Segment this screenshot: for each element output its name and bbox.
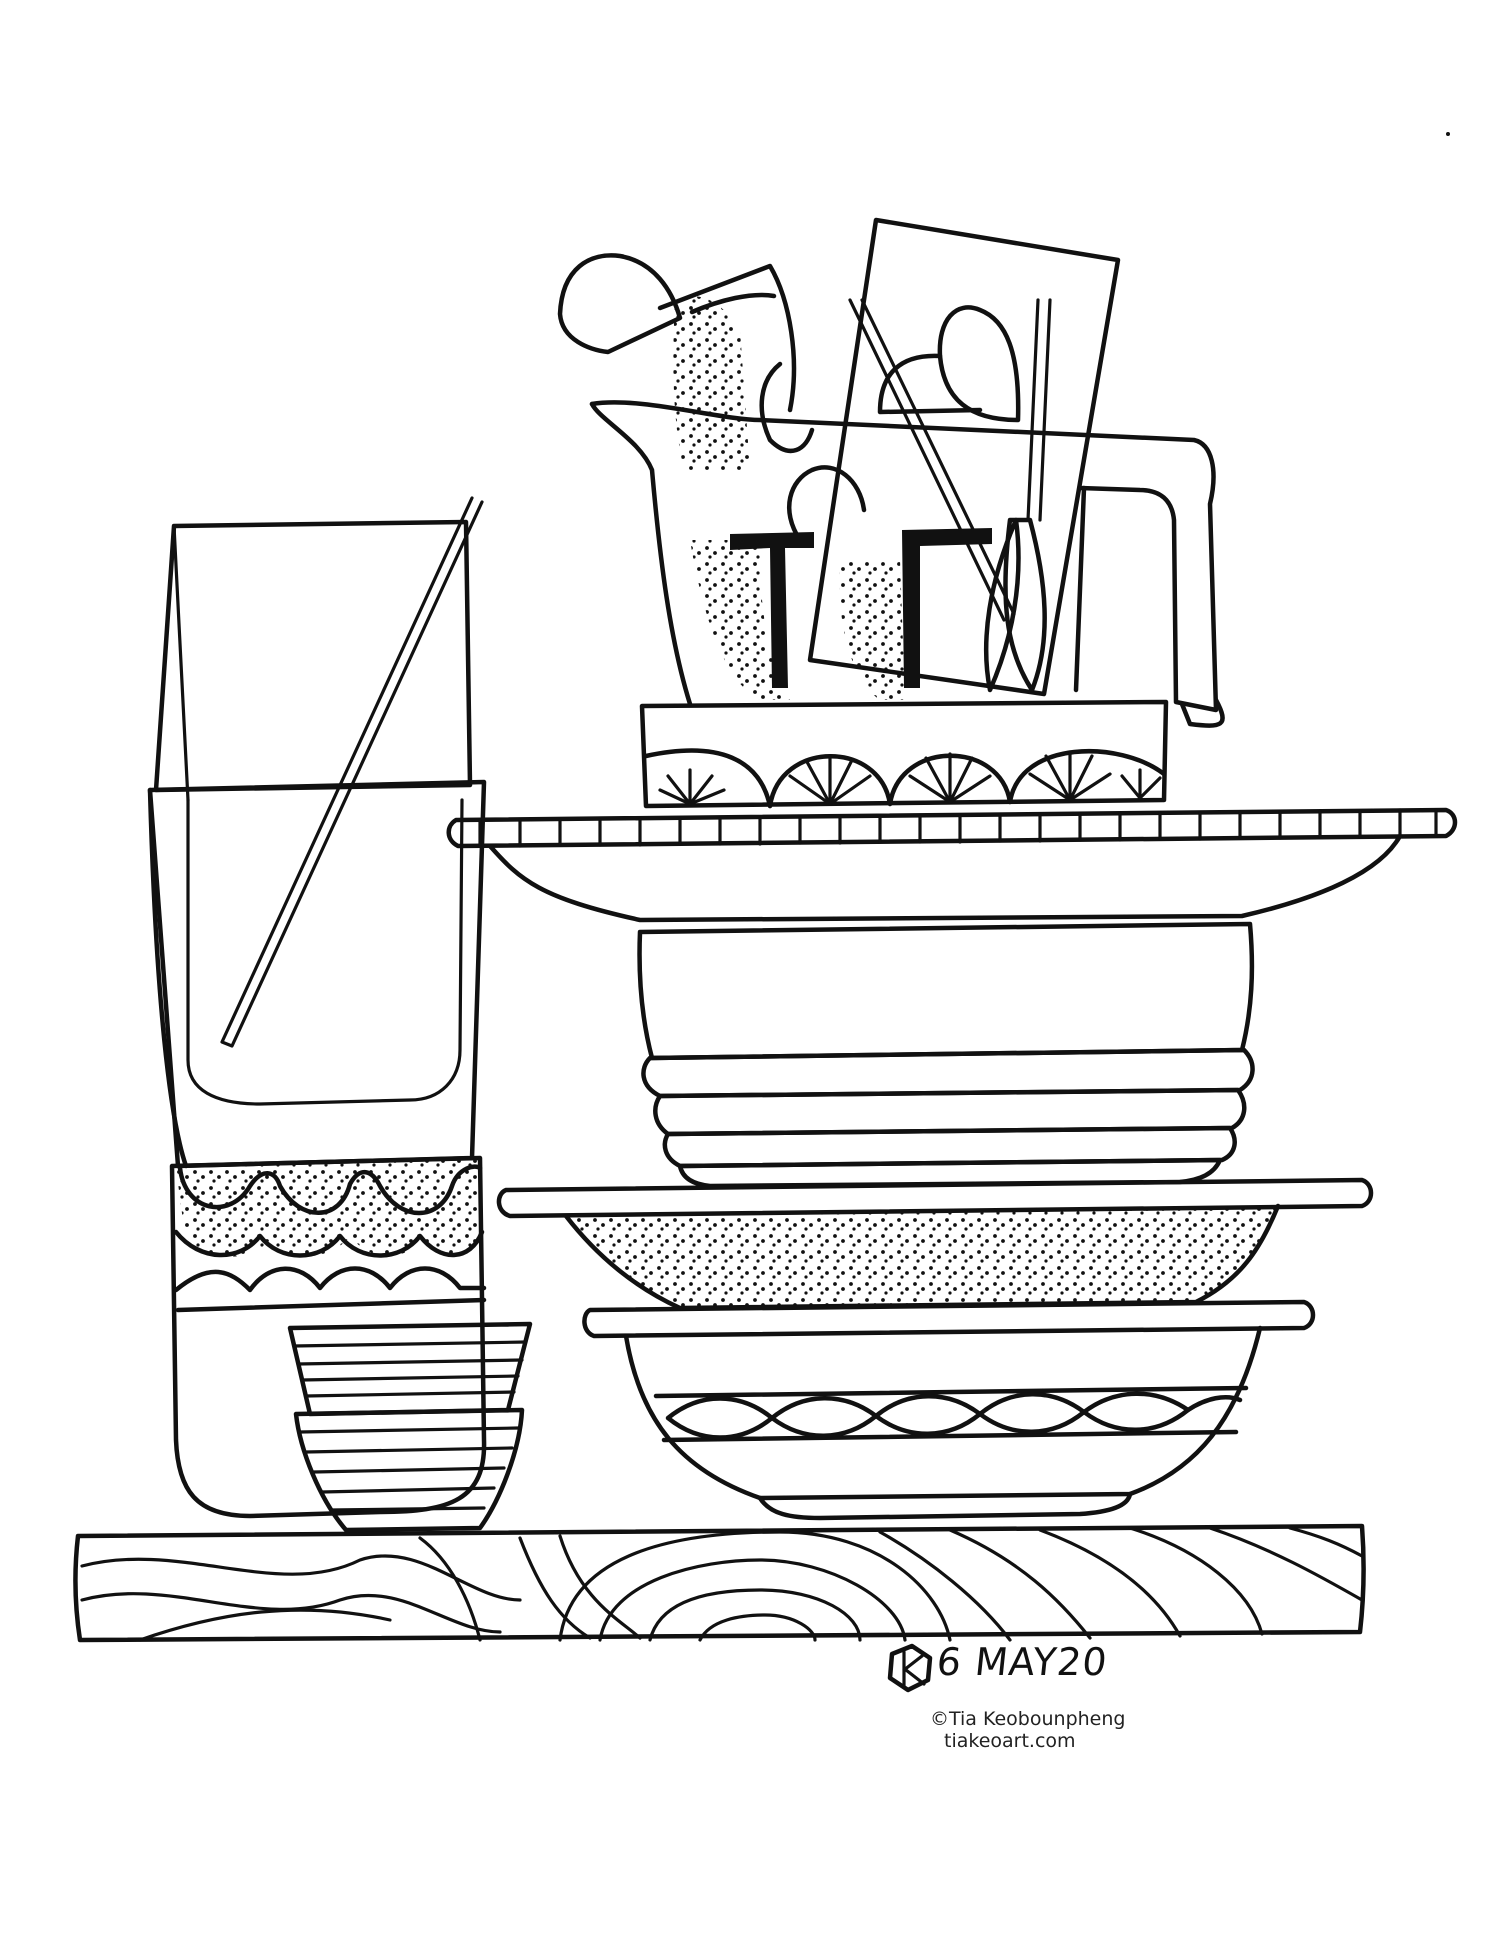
rimmed-plate — [446, 807, 1458, 923]
pitcher-with-utensils — [557, 217, 1225, 728]
chain-links — [665, 1391, 1243, 1440]
citrus-bowl — [639, 699, 1169, 809]
monogram-icon — [887, 1643, 933, 1693]
stacked-glasses — [147, 496, 487, 1169]
signature-date: 6 MAY20 — [934, 1640, 1110, 1684]
chain-pattern-bowl — [582, 1299, 1316, 1521]
website-text: tiakeoart.com — [944, 1730, 1076, 1752]
credit-block: ©Tia Keobounpheng tiakeoart.com — [930, 1708, 1125, 1752]
dotted-tumbler — [169, 1155, 487, 1519]
wood-grain-lines — [80, 1526, 1364, 1642]
dotted-platter — [496, 1177, 1374, 1311]
citrus-slices — [658, 750, 1162, 806]
striped-cups — [287, 1321, 533, 1533]
ribbed-bowl — [637, 921, 1255, 1189]
wooden-shelf — [73, 1523, 1366, 1643]
copyright-text: ©Tia Keobounpheng — [930, 1708, 1126, 1730]
